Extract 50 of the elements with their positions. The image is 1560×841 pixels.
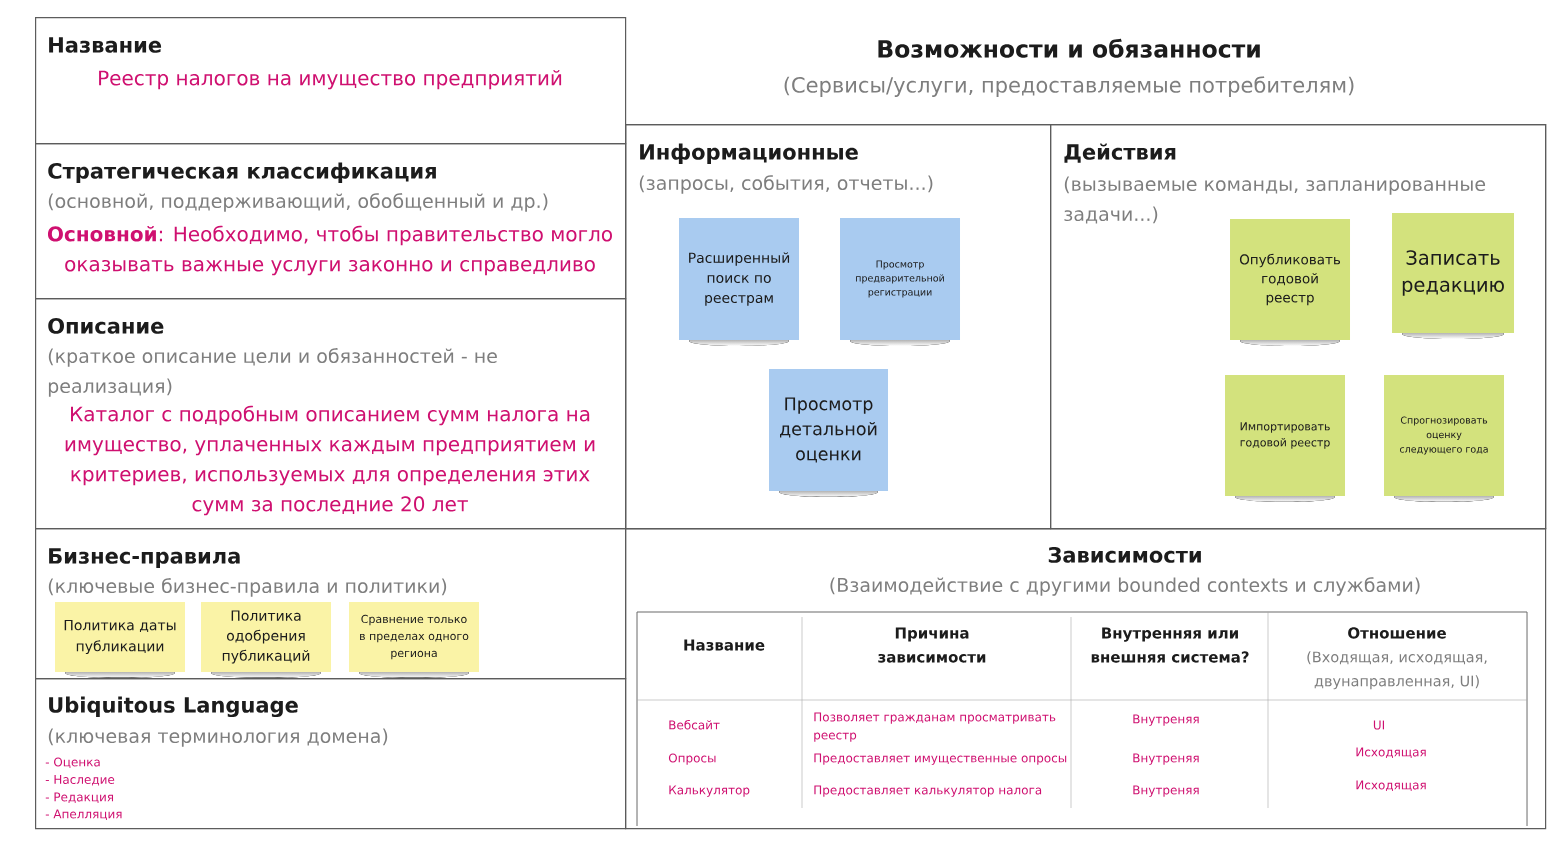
table-cell: Опросы <box>668 753 716 765</box>
section-heading: Возможности и обязанности <box>878 38 1260 58</box>
table-cell: Исходящая <box>1356 780 1426 791</box>
section-text: Основной: Необходимо, чтобы правительство могло оказывать важные услуги законно и справедливо <box>47 225 612 276</box>
sticky-note: Просмотр предварительной регистрации <box>840 218 960 346</box>
section-heading: Стратегическая классификация <box>48 162 436 183</box>
section-hint: (Сервисы/услуги, предоставляемые потребителям) <box>784 76 1354 97</box>
sticky-note: Просмотр детальной оценки <box>769 369 888 497</box>
section-heading: Ubiquitous Language <box>49 696 298 718</box>
sticky-note: Импортировать годовой реестр <box>1225 375 1345 502</box>
section-hint: (краткое описание цели и обязанностей - не реализация) <box>48 348 497 397</box>
table-cell: Предоставляет калькулятор налога <box>814 785 1042 797</box>
section-hint: (запросы, события, отчеты...) <box>639 175 933 194</box>
sticky-note: Сравнение только в пределах одного региона <box>349 602 479 678</box>
sticky-note: Политика одобрения публикаций <box>201 602 331 678</box>
term-list-item: - Редакция <box>45 792 113 803</box>
table-cell: Вебсайт <box>669 720 720 730</box>
sticky-note: Расширенный поиск по реестрам <box>679 218 799 346</box>
table-cell: Предоставляет имущественные опросы <box>814 753 1067 765</box>
column-heading: Название <box>684 639 765 651</box>
section-hint: (ключевая терминология домена) <box>48 728 388 747</box>
term-list-item: - Апелляция <box>45 809 122 820</box>
column-hint: (Входящая, исходящая, двунаправленная, UI) <box>1307 651 1487 690</box>
term-list-item: - Наследие <box>45 775 115 786</box>
section-hint: (Взаимодействие с другими bounded contexts и службами) <box>830 577 1420 596</box>
column-heading: Внутренняя или внешняя система? <box>1091 627 1249 663</box>
sticky-note: Политика даты публикации <box>55 602 185 678</box>
section-hint: (основной, поддерживающий, обобщенный и др.) <box>48 193 548 212</box>
section-heading: Описание <box>48 318 164 334</box>
table-cell: Позволяет гражданам просматривать реестр <box>814 712 1056 742</box>
table-cell: Калькулятор <box>669 785 750 797</box>
section-heading: Информационные <box>640 143 858 164</box>
sticky-note: Спрогнозировать оценку следующего года <box>1384 375 1504 502</box>
sticky-note: Опубликовать годовой реестр <box>1230 219 1350 346</box>
table-cell: Внутреняя <box>1133 714 1199 726</box>
section-text: Реестр налогов на имущество предприятий <box>99 70 562 90</box>
table-cell: Внутреняя <box>1133 785 1199 797</box>
section-heading: Название <box>49 37 162 53</box>
table-cell: Исходящая <box>1356 747 1426 758</box>
column-heading: Отношение <box>1348 627 1446 639</box>
section-text: Каталог с подробным описанием сумм налога на имущество, уплаченных каждым предприятием и критериев, используемых для определения этих сумм за последние 20 лет <box>65 405 595 516</box>
section-hint: (ключевые бизнес-правила и политики) <box>48 578 447 597</box>
table-cell: UI <box>1373 720 1384 730</box>
section-heading: Зависимости <box>1048 547 1201 563</box>
table-cell: Внутреняя <box>1133 753 1199 765</box>
column-heading: Причина зависимости <box>878 627 986 663</box>
section-heading: Действия <box>1064 143 1176 163</box>
section-heading: Бизнес-правила <box>49 548 240 568</box>
term-list-item: - Оценка <box>45 757 100 768</box>
sticky-note: Записать редакцию <box>1392 213 1514 339</box>
